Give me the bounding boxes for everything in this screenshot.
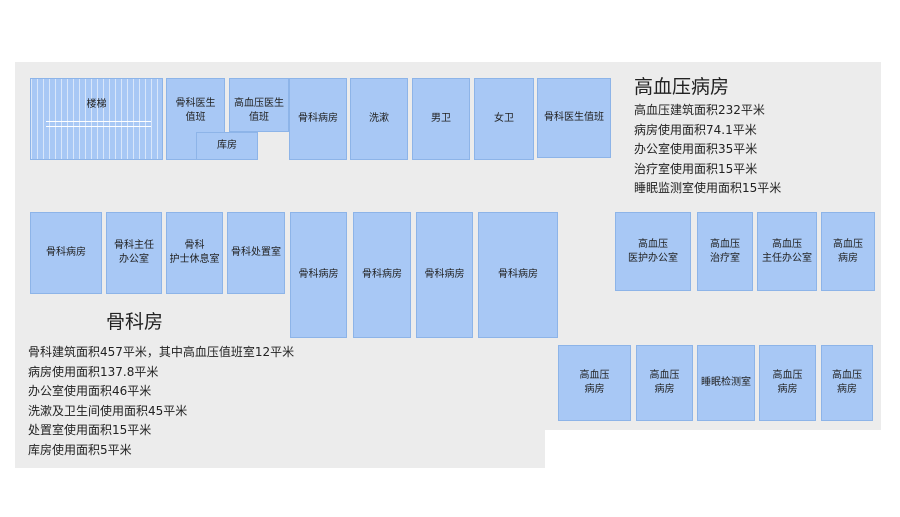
info-line: 骨科建筑面积457平米，其中高血压值班室12平米 (28, 345, 295, 359)
info-line: 治疗室使用面积15平米 (634, 161, 758, 176)
room-label: 骨科主任 办公室 (114, 240, 154, 265)
ortho-section-info: 骨科建筑面积457平米，其中高血压值班室12平米 病房使用面积137.8平米 办… (28, 343, 294, 460)
info-line: 病房使用面积74.1平米 (634, 122, 757, 137)
room-hbp-ward: 高血压 病房 (821, 212, 875, 291)
info-line: 高血压建筑面积232平米 (634, 103, 765, 117)
info-line: 办公室使用面积35平米 (634, 142, 758, 156)
room-ortho-treatment: 骨科处置室 (227, 212, 285, 294)
room-label: 高血压医生 值班 (234, 98, 284, 123)
hbp-section-info: 高血压建筑面积232平米 病房使用面积74.1平米 办公室使用面积35平米 治疗… (634, 101, 781, 199)
room-hbp-treatment: 高血压 治疗室 (697, 212, 753, 291)
room-sleep-monitor: 睡眠检测室 (697, 345, 755, 421)
stair-rail (46, 121, 151, 127)
room-label: 高血压 病房 (832, 370, 862, 395)
room-hbp-ward: 高血压 病房 (558, 345, 631, 421)
room-ortho-ward-large: 骨科病房 (290, 212, 347, 338)
room-label: 高血压 病房 (772, 370, 803, 395)
room-ortho-director-office: 骨科主任 办公室 (106, 212, 162, 294)
info-line: 洗漱及卫生间使用面积45平米 (28, 403, 188, 418)
room-washroom: 洗漱 (350, 78, 408, 160)
room-stairs: 楼梯 (30, 78, 163, 160)
room-label: 骨科处置室 (231, 247, 281, 258)
room-label: 高血压 病房 (649, 370, 680, 395)
hbp-section-title: 高血压病房 (634, 76, 730, 98)
room-ortho-duty-right: 骨科医生值班 (537, 78, 611, 158)
info-line: 库房使用面积5平米 (28, 442, 132, 457)
room-label: 骨科医生值班 (544, 112, 604, 123)
room-mens-wc: 男卫 (412, 78, 470, 160)
room-label: 高血压 病房 (579, 370, 610, 395)
info-line: 处置室使用面积15平米 (28, 423, 152, 437)
room-label: 楼梯 (86, 99, 107, 110)
room-ortho-ward-large: 骨科病房 (478, 212, 558, 338)
info-line: 办公室使用面积46平米 (28, 384, 152, 398)
room-label: 高血压 病房 (833, 238, 863, 264)
room-label: 男卫 (431, 113, 451, 124)
room-label: 睡眠检测室 (701, 377, 751, 388)
room-ortho-ward-large: 骨科病房 (416, 212, 473, 338)
room-label: 骨科病房 (298, 269, 339, 280)
room-ortho-nurse-lounge: 骨科 护士休息室 (166, 212, 223, 294)
room-label: 库房 (217, 140, 237, 151)
room-hbp-ward: 高血压 病房 (759, 345, 816, 421)
info-line: 睡眠监测室使用面积15平米 (634, 181, 782, 195)
room-hbp-duty-top: 高血压医生 值班 (229, 78, 289, 132)
room-label: 骨科病房 (298, 113, 338, 124)
room-label: 骨科医生 值班 (175, 98, 216, 123)
room-label: 骨科病房 (362, 269, 402, 280)
room-label: 骨科病房 (424, 269, 465, 280)
room-label: 骨科病房 (498, 269, 538, 280)
room-storage: 库房 (196, 132, 258, 160)
room-ortho-ward-top: 骨科病房 (289, 78, 347, 160)
room-hbp-ward: 高血压 病房 (821, 345, 873, 421)
room-hbp-doctor-office: 高血压 医护办公室 (615, 212, 691, 291)
room-label: 高血压 治疗室 (710, 238, 740, 264)
room-hbp-ward: 高血压 病房 (636, 345, 693, 421)
room-label: 骨科病房 (46, 247, 86, 258)
room-label: 洗漱 (369, 113, 389, 124)
room-ortho-ward-large: 骨科病房 (353, 212, 411, 338)
room-womens-wc: 女卫 (474, 78, 534, 160)
room-ortho-ward-mid: 骨科病房 (30, 212, 102, 294)
room-label: 高血压 主任办公室 (762, 238, 812, 264)
floor-plan-background-lower-left (15, 340, 545, 468)
ortho-section-title: 骨科房 (106, 311, 164, 333)
room-label: 骨科 护士休息室 (169, 240, 220, 265)
room-hbp-director-office: 高血压 主任办公室 (757, 212, 817, 291)
room-label: 女卫 (494, 113, 514, 124)
info-line: 病房使用面积137.8平米 (28, 364, 159, 379)
room-label: 高血压 医护办公室 (628, 238, 678, 264)
